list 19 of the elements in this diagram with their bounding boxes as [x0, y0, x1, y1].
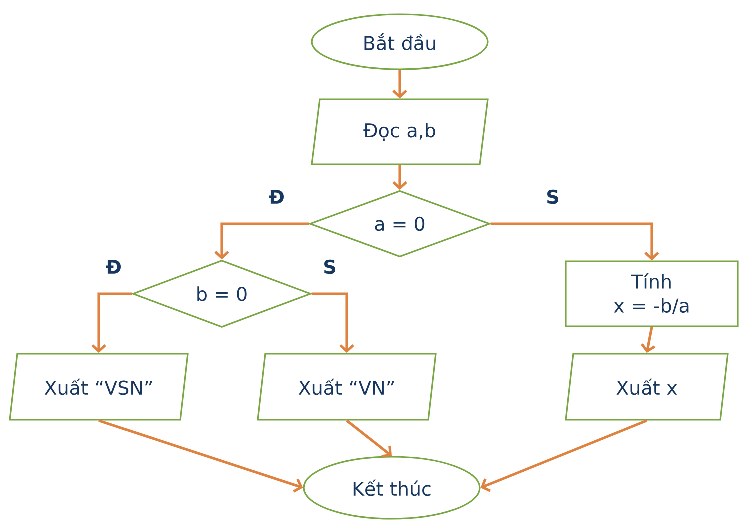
edge-label: Đ [105, 259, 123, 275]
edge-label: Đ [268, 189, 286, 205]
output-parallelogram: Xuất x [565, 353, 729, 421]
arrow [641, 327, 656, 354]
output-parallelogram: Xuất “VSN” [9, 353, 189, 421]
arrow [490, 222, 660, 261]
input-parallelogram: Đọc a,b [311, 98, 489, 166]
arrow [98, 420, 304, 493]
arrow [312, 292, 354, 354]
arrow [92, 292, 132, 354]
arrow [392, 165, 408, 190]
edge-label: S [545, 188, 561, 206]
arrow [214, 222, 310, 260]
process-box: Tính x = -b/a [565, 260, 739, 328]
arrow [480, 420, 648, 492]
arrow [346, 420, 392, 458]
arrow [392, 70, 408, 99]
output-parallelogram: Xuất “VN” [257, 353, 437, 421]
edge-label: S [322, 258, 338, 276]
